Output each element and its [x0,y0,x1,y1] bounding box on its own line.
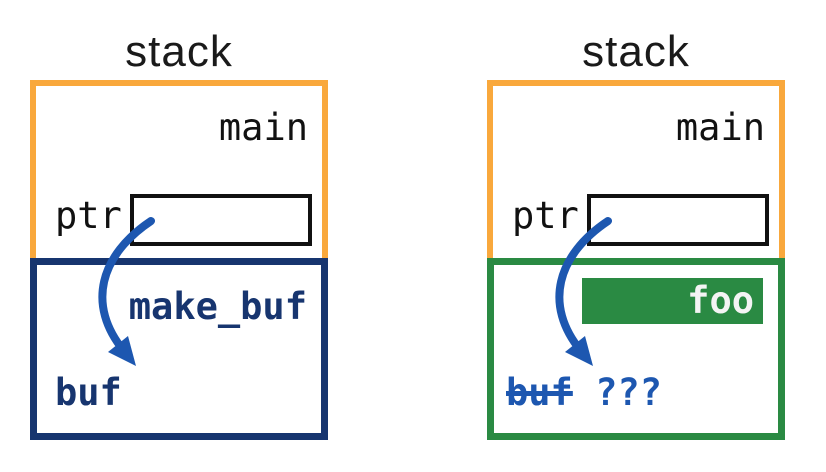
buf-unknown-label: buf ??? [506,371,662,415]
stack-title: stack [582,27,690,76]
ptr-value-box [130,194,312,246]
ptr-label: ptr [55,194,122,237]
ptr-value-box [587,194,769,246]
unknown-value-label: ??? [595,371,662,414]
foo-label-box: foo [582,278,763,324]
main-stack-frame: main ptr [487,80,785,258]
main-frame-label: main [675,106,765,149]
foo-stack-frame: foo buf ??? [487,258,785,440]
pointer-arrow [555,217,612,366]
make-buf-frame-label: make_buf [128,285,307,328]
stack-title: stack [125,27,233,76]
make-buf-stack-frame: make_buf buf [30,258,328,440]
buf-variable-label-struck: buf [506,371,573,414]
main-stack-frame: main ptr [30,80,328,258]
main-frame-label: main [218,106,308,149]
foo-frame-label: foo [687,279,754,322]
buf-variable-label: buf [55,371,122,414]
ptr-label: ptr [512,194,579,237]
pointer-arrow [98,217,155,366]
